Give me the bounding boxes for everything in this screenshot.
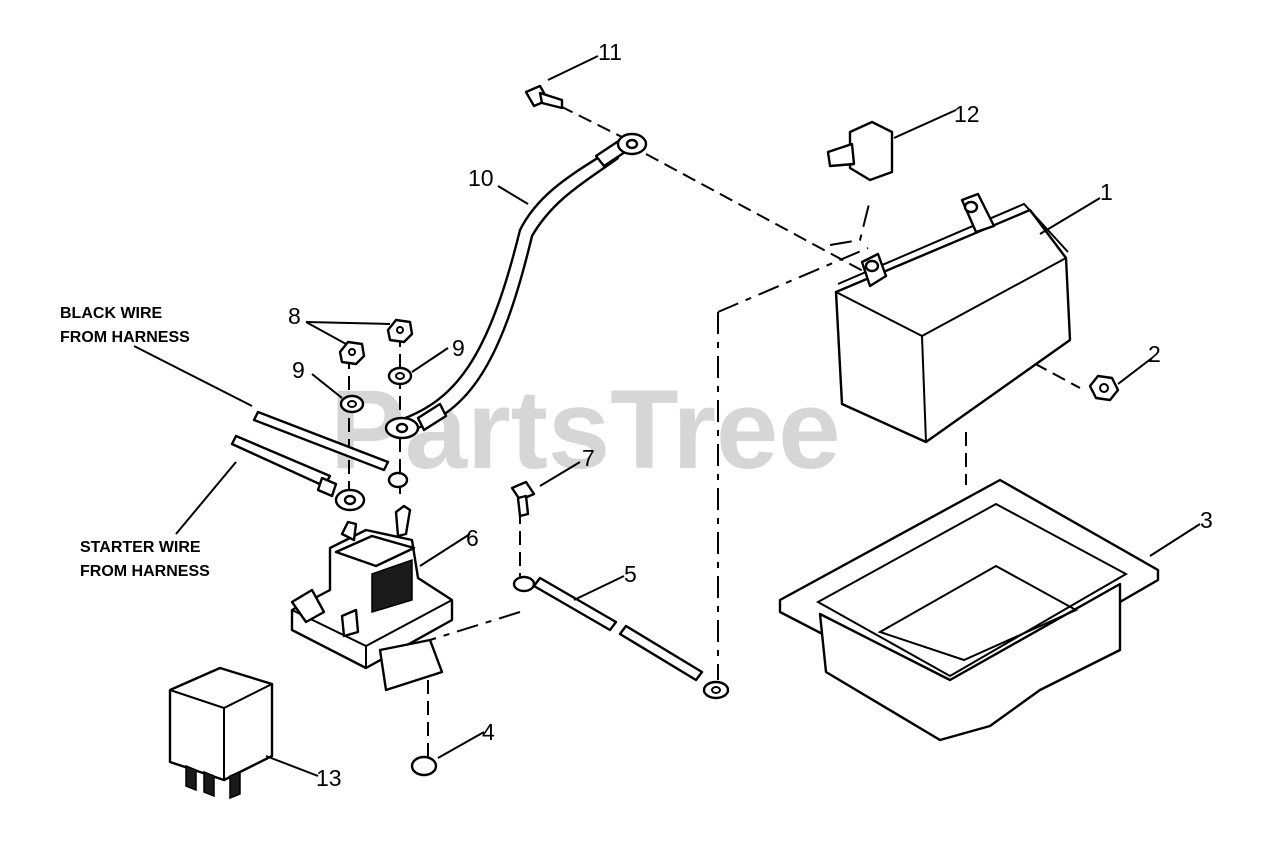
part-13-relay <box>168 666 274 800</box>
callout-9-upper: 9 <box>452 335 465 361</box>
part-3-battery-tray <box>778 478 1160 742</box>
part-6-solenoid <box>290 504 454 692</box>
part-2-nut <box>1088 374 1120 402</box>
part-8-nuts <box>338 318 414 366</box>
part-7-bolt <box>510 480 536 518</box>
part-5-ground-strap <box>512 575 730 700</box>
part-1-battery <box>834 192 1072 444</box>
black-wire-caption-line2: FROM HARNESS <box>60 329 190 346</box>
callout-6: 6 <box>466 525 479 551</box>
callout-7: 7 <box>582 445 595 471</box>
callout-13: 13 <box>316 765 342 791</box>
part-11-bolt <box>524 84 564 110</box>
callout-11: 11 <box>598 39 622 65</box>
part-4-nut <box>410 755 438 777</box>
callout-10: 10 <box>468 165 494 191</box>
callout-3: 3 <box>1200 507 1213 533</box>
leader-lines <box>133 55 1201 777</box>
starter-wire-caption-line2: FROM HARNESS <box>80 563 210 580</box>
starter-wire <box>230 434 366 512</box>
starter-wire-caption: STARTER WIRE <box>80 539 201 556</box>
callout-2: 2 <box>1148 341 1161 367</box>
callout-12: 12 <box>954 101 980 127</box>
part-10-cable <box>384 132 648 440</box>
callout-5: 5 <box>624 561 637 587</box>
black-wire-caption: BLACK WIRE <box>60 305 163 322</box>
callout-4: 4 <box>482 719 495 745</box>
part-9-washers <box>339 366 413 414</box>
callout-9-lower: 9 <box>292 357 305 383</box>
callout-1: 1 <box>1100 179 1113 205</box>
callout-8: 8 <box>288 303 301 329</box>
part-12-terminal-cover <box>826 120 894 182</box>
black-wire <box>252 410 409 489</box>
